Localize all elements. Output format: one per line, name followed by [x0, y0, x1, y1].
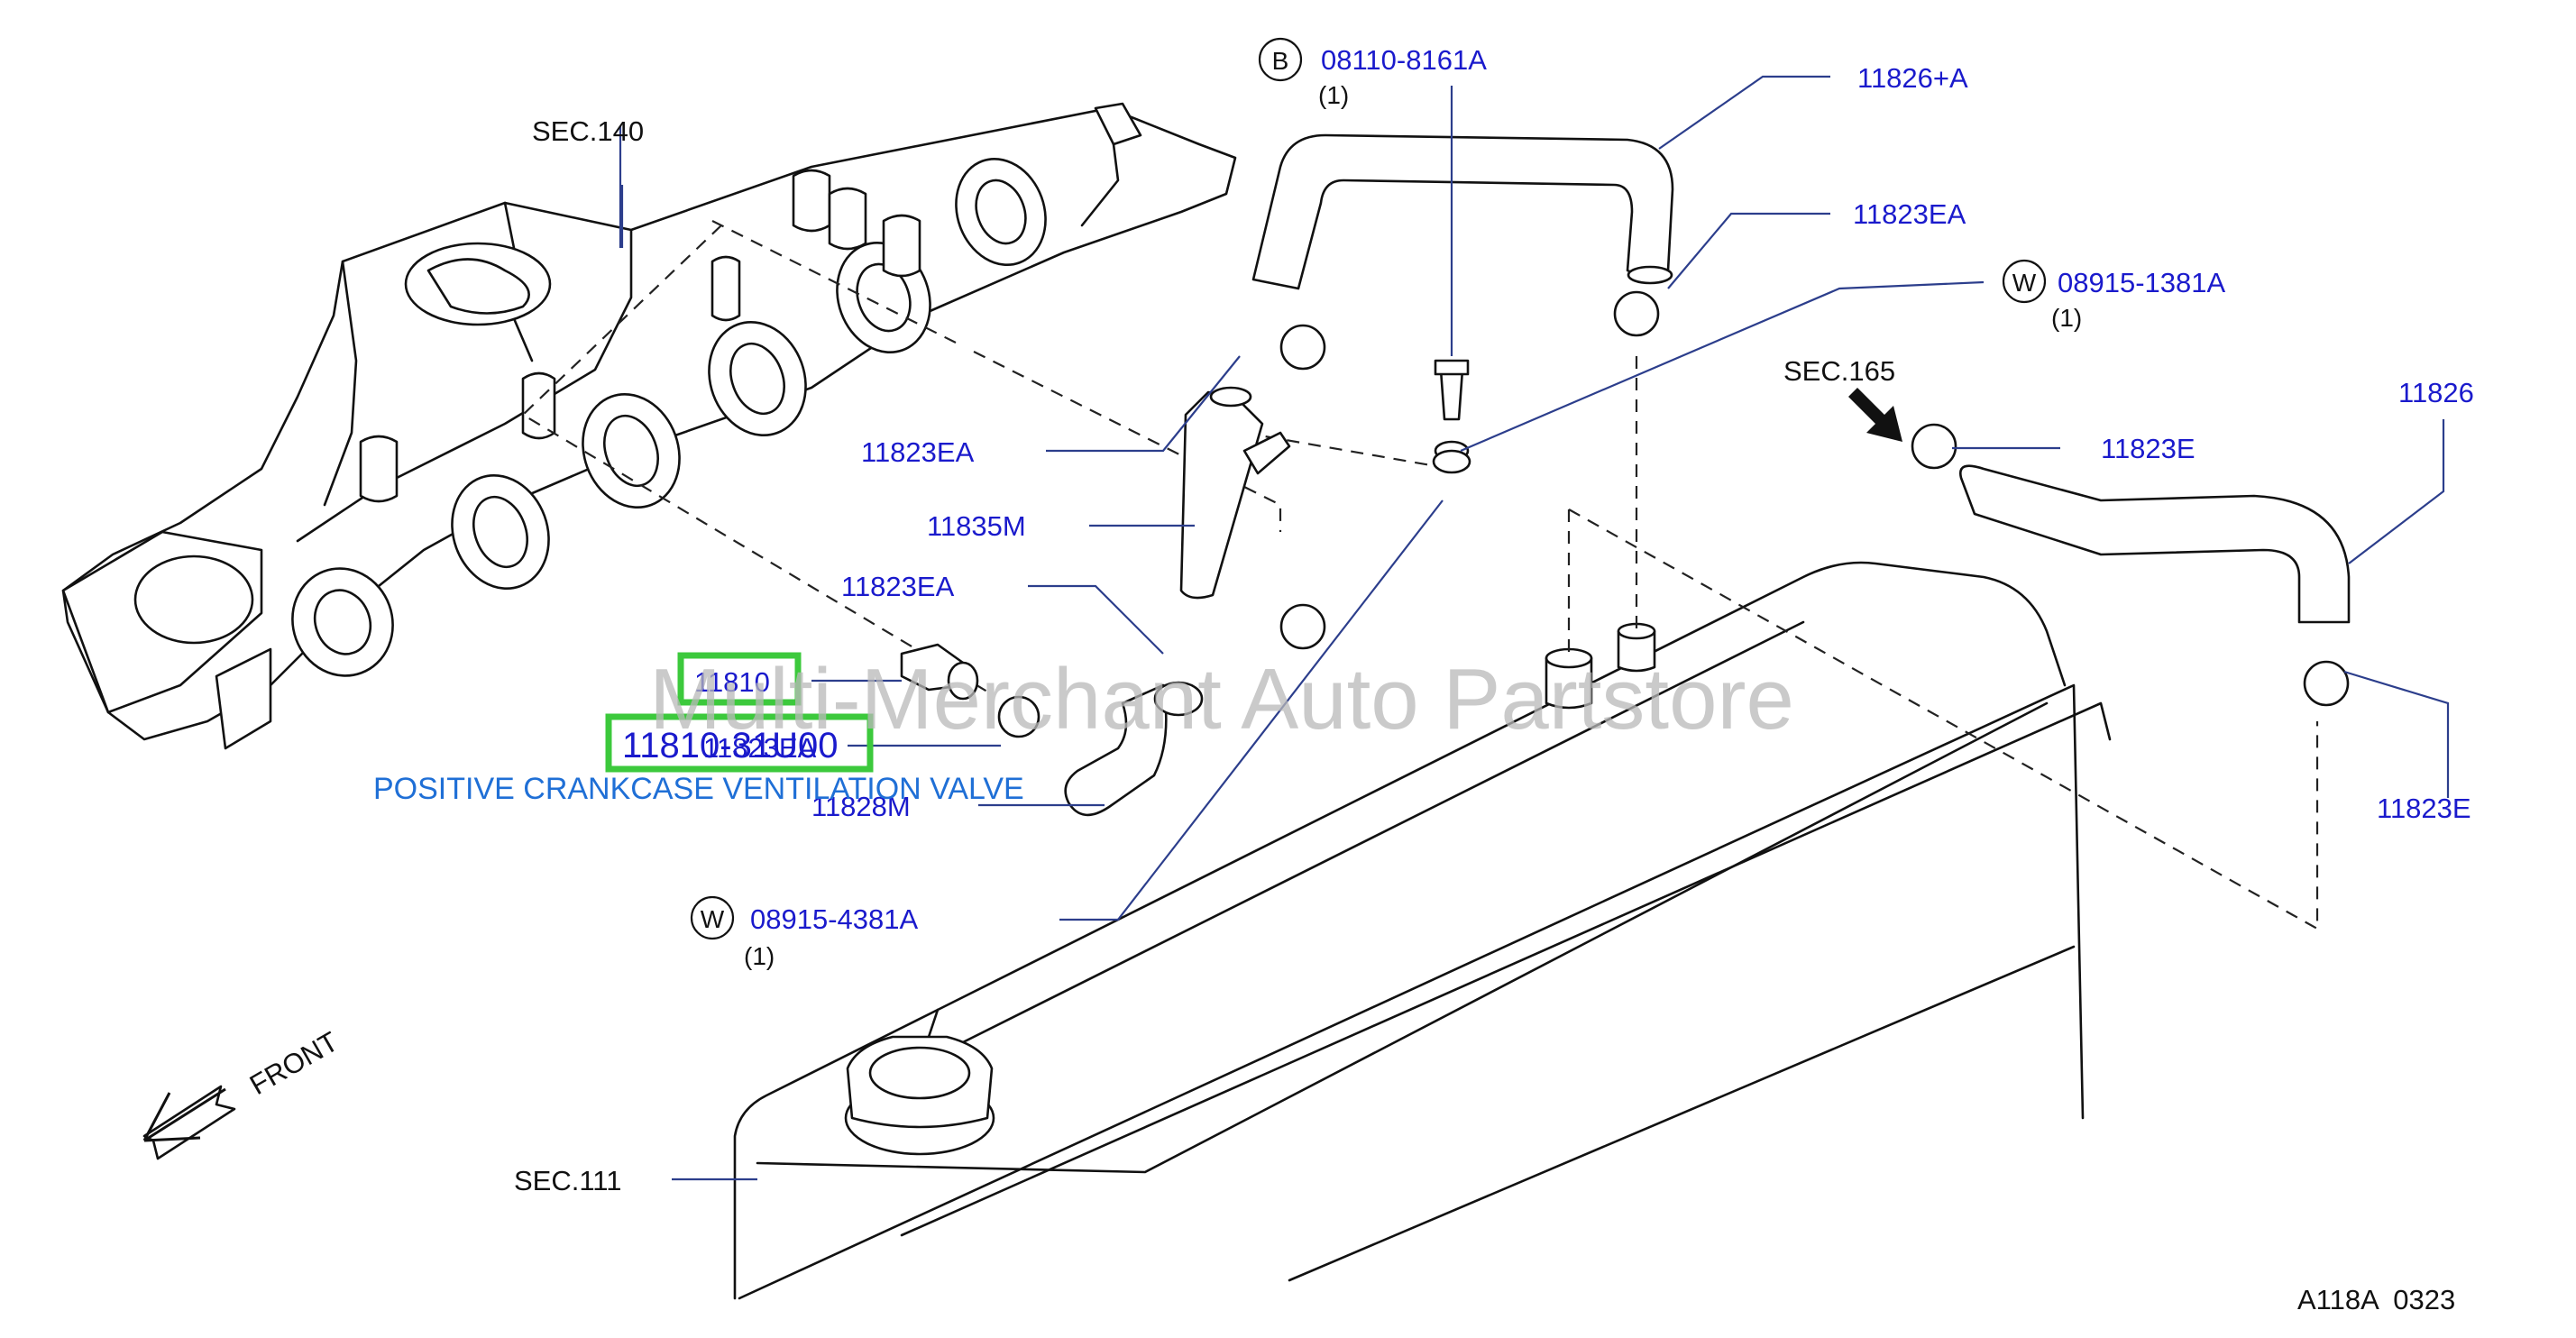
part-label-clamp-e-right[interactable]: 11823E	[2377, 793, 2471, 824]
washer-right-callout-letter: W	[2012, 269, 2037, 297]
section-label-165[interactable]: SEC.165	[1783, 355, 1895, 387]
part-label-bolt[interactable]: 08110-8161A	[1321, 44, 1487, 76]
watermark-text: Multi-Merchant Auto Partstore	[649, 651, 1794, 747]
bolt-callout-circle	[1258, 37, 1303, 82]
part-label-clamp-ea-mid[interactable]: 11823EA	[841, 571, 955, 602]
part-qty-washer-right: (1)	[2051, 304, 2082, 332]
section-label-140[interactable]: SEC.140	[532, 115, 644, 147]
front-direction-indicator: FRONT	[142, 1025, 344, 1142]
rocker-cover-drawing	[733, 561, 2112, 1300]
intake-manifold-drawing	[61, 102, 1237, 750]
part-label-washer-left[interactable]: 08915-4381A	[750, 903, 918, 935]
washer-left-callout-letter: W	[701, 905, 725, 933]
pcv-valve-caption[interactable]: POSITIVE CRANKCASE VENTILATION VALVE	[373, 772, 1024, 806]
part-label-clamp-ea-top[interactable]: 11823EA	[1853, 198, 1966, 230]
part-label-hose-m[interactable]: 11828M	[811, 791, 911, 822]
valve-highlight-box	[677, 652, 802, 706]
pcv-hose-parts	[142, 133, 2351, 1160]
part-label-clamp-ea-left[interactable]: 11823EA	[861, 436, 975, 468]
part-qty-bolt: (1)	[1318, 81, 1349, 109]
bolt-callout-letter: B	[1272, 47, 1289, 75]
leader-lines	[619, 75, 2450, 1181]
part-qty-washer-left: (1)	[744, 942, 775, 970]
section-label-111[interactable]: SEC.111	[514, 1165, 621, 1196]
valve-part-number[interactable]: 11810-31U00	[622, 726, 838, 765]
part-label-clamp-ea-low[interactable]: 11823EA	[703, 732, 817, 764]
part-label-valve[interactable]: 11810	[694, 666, 770, 698]
part-label-tube[interactable]: 11835M	[927, 510, 1026, 542]
callout-circles: B W W	[690, 37, 2047, 940]
part-label-hose-right[interactable]: 11826	[2398, 377, 2474, 408]
assembly-guide-lines	[521, 220, 2319, 930]
diagram-code: A118A 0323	[2297, 1284, 2455, 1315]
part-label-washer-right[interactable]: 08915-1381A	[2058, 267, 2225, 298]
part-label-hose-a[interactable]: 11826+A	[1857, 62, 1968, 94]
washer-left-callout-circle	[690, 895, 735, 940]
part-label-clamp-e-left[interactable]: 11823E	[2101, 433, 2196, 464]
front-arrow-icon	[142, 1087, 226, 1142]
valve-part-no-highlight-box	[605, 713, 874, 773]
front-label: FRONT	[244, 1025, 344, 1101]
washer-right-callout-circle	[2002, 259, 2047, 304]
